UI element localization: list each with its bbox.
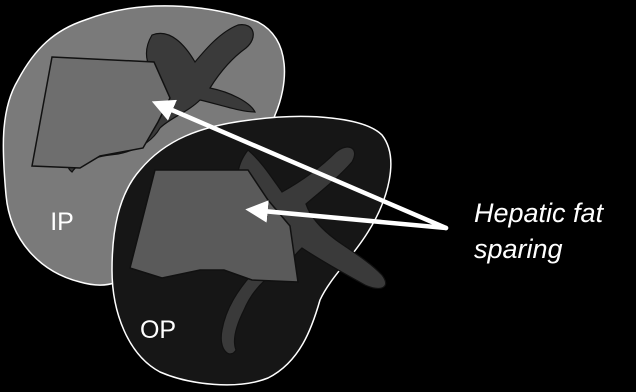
ip-label: IP [50, 208, 74, 236]
op-label: OP [140, 316, 176, 344]
annotation-line-1: Hepatic fat [474, 198, 605, 228]
annotation-line-2: sparing [474, 234, 563, 264]
